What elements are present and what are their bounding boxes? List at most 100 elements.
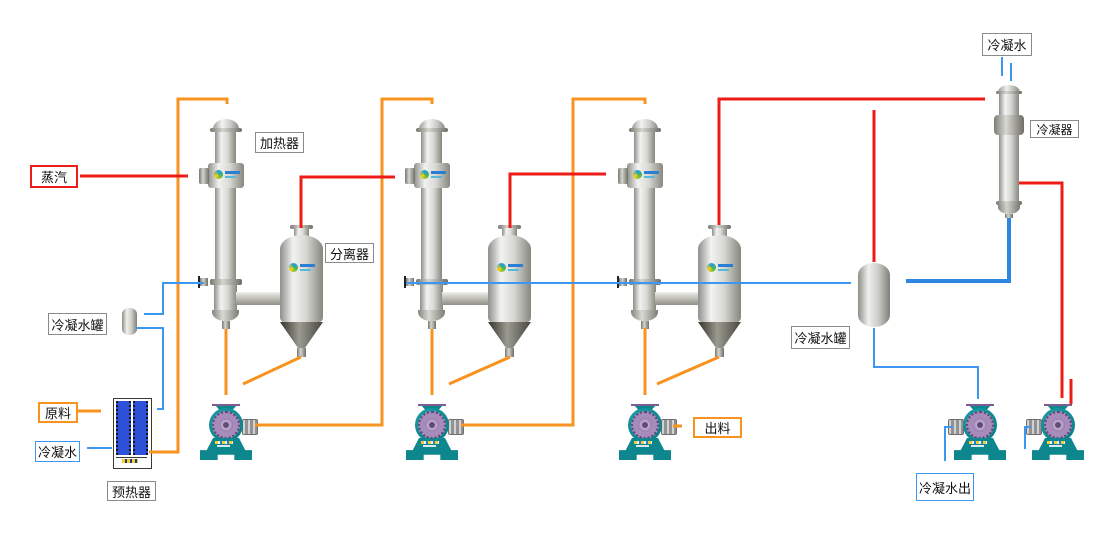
pipe-right-tank-to-pump4 xyxy=(873,328,979,399)
vendor-logo xyxy=(214,168,240,182)
cone-outlet xyxy=(505,348,514,357)
expansion-joint xyxy=(994,115,1024,135)
label-heater: 加热器 xyxy=(255,132,304,153)
bottom-cap xyxy=(631,310,658,321)
pump-base xyxy=(1032,438,1084,460)
label-condensate-out: 冷凝水出 xyxy=(916,473,974,501)
bottom-nozzle xyxy=(641,321,649,329)
label-preheater: 预热器 xyxy=(107,481,156,501)
pump-base xyxy=(200,438,252,460)
label-condensate-left: 冷凝水 xyxy=(35,441,80,462)
tube-body xyxy=(421,188,442,279)
steam-inlet-nozzle xyxy=(405,168,415,184)
pump-base xyxy=(954,438,1006,460)
plate-pack-right xyxy=(133,401,148,455)
pipe-separator2-vapor-to-heater3 xyxy=(508,172,606,228)
pipe-pump4-to-condensate-out xyxy=(944,426,953,461)
vapor-outlet-nozzle xyxy=(502,228,517,236)
inlet-flange xyxy=(418,404,446,406)
tube-body xyxy=(215,188,236,279)
top-cap xyxy=(998,85,1020,92)
lower-body xyxy=(633,285,656,310)
upper-neck xyxy=(421,132,442,163)
pump-impeller-cover xyxy=(631,411,659,439)
separator-3 xyxy=(698,225,741,357)
pipe-separator1-vapor-to-heater2 xyxy=(299,175,395,228)
vapor-crossover-pipe xyxy=(655,292,705,305)
upper-neck xyxy=(634,132,655,163)
cone-outlet xyxy=(297,348,306,357)
pipe-separator3-to-pump3 xyxy=(656,355,720,386)
vendor-logo xyxy=(289,261,315,275)
vapor-outlet-nozzle xyxy=(294,228,309,236)
vendor-logo xyxy=(633,168,659,182)
vendor-logo xyxy=(707,261,733,275)
discharge-pump-3 xyxy=(617,404,677,460)
pipe-pump2-to-heater3-top xyxy=(461,97,647,427)
label-discharge: 出料 xyxy=(693,417,742,438)
top-flange xyxy=(416,128,448,132)
circulation-pump-1 xyxy=(198,404,258,460)
top-flange xyxy=(629,128,661,132)
label-condensate-tank-left: 冷凝水罐 xyxy=(48,313,107,335)
inlet-flange xyxy=(966,404,994,406)
pump-base xyxy=(619,438,671,460)
vendor-logo xyxy=(497,261,523,275)
steam-inlet-nozzle xyxy=(618,168,628,184)
preheater xyxy=(113,398,152,469)
pipe-pump5-drain xyxy=(1024,426,1031,449)
pump-base xyxy=(406,438,458,460)
separator-shell xyxy=(488,235,531,322)
tube-body xyxy=(634,188,655,279)
condenser-vessel xyxy=(993,85,1025,220)
nameplate xyxy=(122,459,138,463)
bottom-flange xyxy=(996,201,1022,205)
pump-nameplate xyxy=(1047,441,1067,449)
label-steam: 蒸汽 xyxy=(30,165,78,188)
top-flange xyxy=(210,128,242,132)
pump-nameplate xyxy=(215,441,235,449)
circulation-pump-2 xyxy=(404,404,464,460)
inlet-flange xyxy=(1044,404,1072,406)
vacuum-pump-5 xyxy=(1026,404,1086,460)
bottom-cap xyxy=(418,310,445,321)
pipe-condenser-to-vacuum-pump xyxy=(1019,181,1064,398)
lower-flange xyxy=(210,279,242,285)
bottom-cap xyxy=(998,205,1020,214)
separator-2 xyxy=(488,225,531,357)
inlet-flange xyxy=(631,404,659,406)
shell-tube xyxy=(999,135,1019,201)
bottom-nozzle xyxy=(428,321,436,329)
nozzle-tick xyxy=(404,276,406,288)
top-flange xyxy=(708,225,731,229)
label-condensate-tank-right: 冷凝水罐 xyxy=(791,326,850,349)
separator-shell xyxy=(280,235,323,322)
upper-tube xyxy=(999,94,1019,115)
vapor-crossover-pipe xyxy=(442,292,492,305)
cone-outlet xyxy=(715,348,724,357)
pipe-left-tank-to-preheater xyxy=(136,327,164,410)
lower-body xyxy=(214,285,237,310)
shaft-hub xyxy=(429,422,435,428)
pipe-separator2-to-pump2 xyxy=(448,355,511,386)
label-feed: 原料 xyxy=(38,402,78,423)
pipe-condenser-to-right-tank xyxy=(906,218,1011,283)
vapor-crossover-pipe xyxy=(236,292,286,305)
separator-shell xyxy=(698,235,741,322)
pipe-preheater-to-heater1-top xyxy=(149,97,229,454)
lower-body xyxy=(420,285,443,310)
vendor-logo xyxy=(420,168,446,182)
inlet-flange xyxy=(212,404,240,406)
pump-nameplate xyxy=(969,441,989,449)
pipe-pump1-to-heater2-top xyxy=(255,97,434,427)
condensate-tank-right-vessel xyxy=(858,263,890,327)
pipe-separator1-to-pump1 xyxy=(242,355,302,386)
dome-cap xyxy=(419,119,445,129)
bottom-cap xyxy=(212,310,239,321)
dome-cap xyxy=(632,119,658,129)
shaft-hub xyxy=(977,422,983,428)
label-condenser: 冷凝器 xyxy=(1030,120,1079,138)
shaft-hub xyxy=(223,422,229,428)
